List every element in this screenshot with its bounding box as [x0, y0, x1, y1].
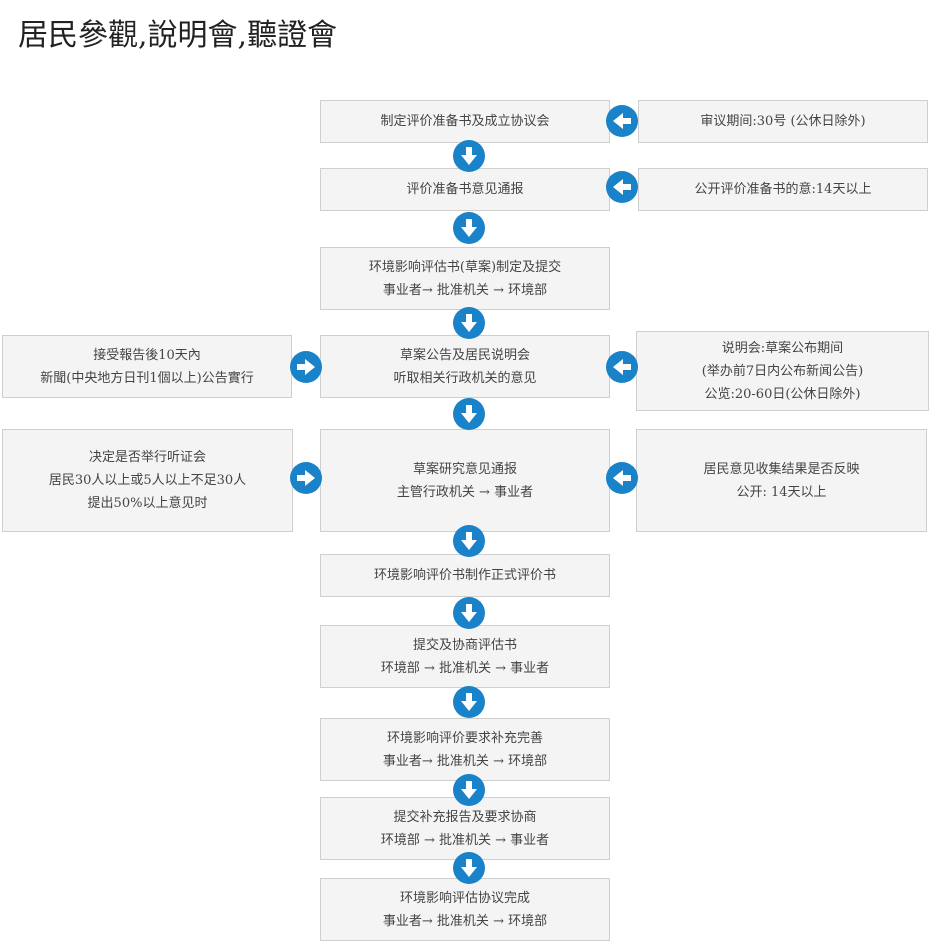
note-text: 公览:20-60日(公休日除外) [704, 386, 861, 402]
arrow-right-icon [290, 462, 322, 494]
step-text: 主管行政机关 → 事业者 [396, 484, 534, 500]
arrow-down-icon [453, 597, 485, 629]
step-box-6: 环境影响评价书制作正式评价书 [320, 554, 610, 597]
step-box-3: 环境影响评估书(草案)制定及提交 事业者→ 批准机关 → 环境部 [320, 247, 610, 310]
step-text: 环境部 → 批准机关 → 事业者 [380, 660, 550, 676]
note-text: 决定是否举行听证会 [88, 450, 206, 465]
note-text: 公开评价准备书的意:14天以上 [694, 182, 872, 197]
left-note-1: 接受報告後10天內 新聞(中央地方日刊1個以上)公告實行 [2, 335, 292, 398]
step-box-5: 草案研究意见通报 主管行政机关 → 事业者 [320, 429, 610, 532]
arrow-down-icon [453, 398, 485, 430]
arrow-left-icon [606, 351, 638, 383]
step-box-4: 草案公告及居民说明会 听取相关行政机关的意见 [320, 335, 610, 398]
note-text: 居民意见收集结果是否反映 [703, 461, 860, 477]
step-text: 环境影响评估书(草案)制定及提交 [368, 259, 562, 275]
step-text: 制定评价准备书及成立协议会 [380, 114, 550, 129]
step-text: 环境影响评价书制作正式评价书 [373, 568, 556, 583]
note-text: 提出50%以上意见时 [87, 496, 208, 511]
right-note-4: 居民意见收集结果是否反映 公开: 14天以上 [636, 429, 927, 532]
step-box-9: 提交补充报告及要求协商 环境部 → 批准机关 → 事业者 [320, 797, 610, 860]
step-text: 环境部 → 批准机关 → 事业者 [380, 832, 550, 848]
right-note-2: 公开评价准备书的意:14天以上 [638, 168, 928, 211]
note-text: 审议期间:30号 (公休日除外) [700, 114, 866, 129]
note-text: (举办前7日内公布新闻公告) [701, 363, 864, 379]
arrow-down-icon [453, 307, 485, 339]
note-text: 接受報告後10天內 [93, 347, 201, 363]
arrow-down-icon [453, 525, 485, 557]
step-text: 环境影响评估协议完成 [399, 890, 530, 906]
step-text: 事业者→ 批准机关 → 环境部 [382, 913, 548, 929]
arrow-down-icon [453, 140, 485, 172]
step-box-2: 评价准备书意见通报 [320, 168, 610, 211]
step-text: 听取相关行政机关的意见 [393, 370, 537, 386]
step-box-1: 制定评价准备书及成立协议会 [320, 100, 610, 143]
note-text: 公开: 14天以上 [736, 484, 827, 500]
left-note-2: 决定是否举行听证会 居民30人以上或5人以上不足30人 提出50%以上意见时 [2, 429, 293, 532]
step-text: 事业者→ 批准机关 → 环境部 [382, 753, 548, 769]
page-title: 居民參觀,說明會,聽證會 [18, 18, 338, 53]
arrow-down-icon [453, 686, 485, 718]
arrow-down-icon [453, 852, 485, 884]
arrow-down-icon [453, 212, 485, 244]
right-note-3: 说明会:草案公布期间 (举办前7日内公布新闻公告) 公览:20-60日(公休日除… [636, 331, 929, 411]
step-box-10: 环境影响评估协议完成 事业者→ 批准机关 → 环境部 [320, 878, 610, 941]
step-box-8: 环境影响评价要求补充完善 事业者→ 批准机关 → 环境部 [320, 718, 610, 781]
note-text: 新聞(中央地方日刊1個以上)公告實行 [40, 370, 254, 386]
step-text: 草案研究意见通报 [412, 461, 517, 477]
arrow-left-icon [606, 171, 638, 203]
arrow-left-icon [606, 105, 638, 137]
step-text: 提交补充报告及要求协商 [393, 809, 537, 825]
note-text: 居民30人以上或5人以上不足30人 [48, 473, 247, 488]
right-note-1: 审议期间:30号 (公休日除外) [638, 100, 928, 143]
arrow-right-icon [290, 351, 322, 383]
step-text: 提交及协商评估书 [412, 637, 517, 653]
step-text: 草案公告及居民说明会 [399, 347, 530, 363]
note-text: 说明会:草案公布期间 [721, 340, 844, 356]
step-text: 评价准备书意见通报 [406, 182, 524, 197]
arrow-down-icon [453, 774, 485, 806]
step-text: 事业者→ 批准机关 → 环境部 [382, 282, 548, 298]
arrow-left-icon [606, 462, 638, 494]
step-box-7: 提交及协商评估书 环境部 → 批准机关 → 事业者 [320, 625, 610, 688]
step-text: 环境影响评价要求补充完善 [386, 730, 543, 746]
